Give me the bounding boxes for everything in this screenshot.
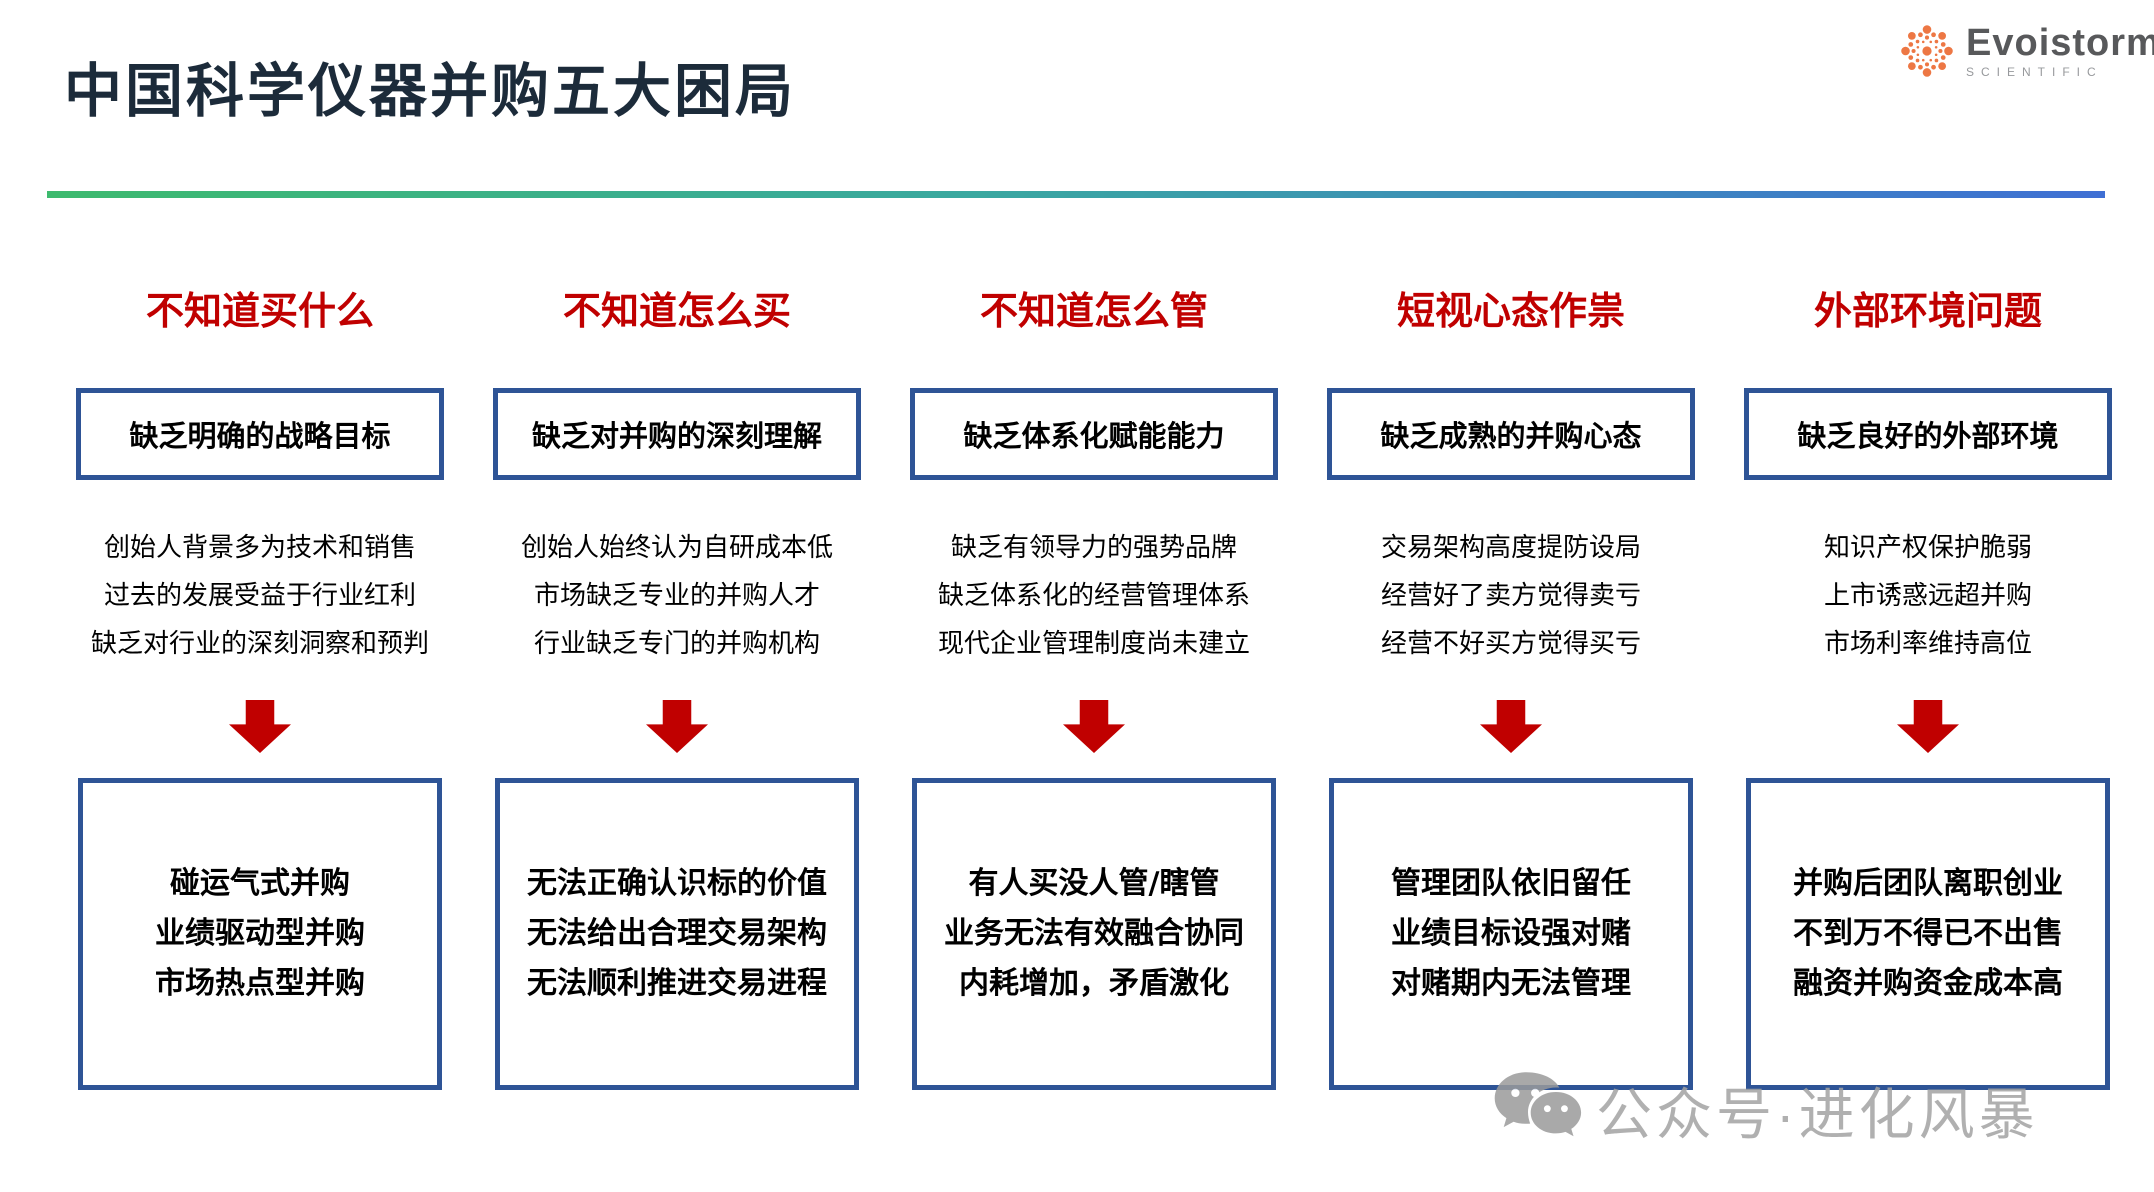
title-divider xyxy=(47,191,2105,198)
result-box: 并购后团队离职创业 不到万不得已不出售 融资并购资金成本高 xyxy=(1746,778,2110,1090)
down-arrow-icon xyxy=(229,700,291,753)
down-arrow-icon xyxy=(1063,700,1125,753)
result-line: 融资并购资金成本高 xyxy=(1793,966,2063,1001)
cause-line: 上市诱惑远超并购 xyxy=(1823,581,2032,611)
dilemma-column-1: 不知道买什么 缺乏明确的战略目标 创始人背景多为技术和销售 过去的发展受益于行业… xyxy=(74,0,446,1192)
starburst-icon xyxy=(1901,25,1953,77)
cause-line: 知识产权保护脆弱 xyxy=(1823,533,2032,563)
result-box: 无法正确认识标的价值 无法给出合理交易架构 无法顺利推进交易进程 xyxy=(495,778,859,1090)
cause-list: 创始人始终认为自研成本低 市场缺乏专业的并购人才 行业缺乏专门的并购机构 xyxy=(471,524,883,668)
problem-label: 缺乏成熟的并购心态 xyxy=(1380,419,1642,453)
cause-line: 交易架构高度提防设局 xyxy=(1380,533,1641,563)
problem-label: 缺乏良好的外部环境 xyxy=(1797,419,2059,453)
problem-box: 缺乏明确的战略目标 xyxy=(76,388,444,480)
column-header: 不知道怎么买 xyxy=(562,288,791,333)
column-header: 短视心态作祟 xyxy=(1396,288,1625,333)
column-header: 不知道买什么 xyxy=(145,288,374,333)
cause-list: 缺乏有领导力的强势品牌 缺乏体系化的经营管理体系 现代企业管理制度尚未建立 xyxy=(888,524,1300,668)
cause-line: 现代企业管理制度尚未建立 xyxy=(937,629,1250,659)
dilemma-column-4: 短视心态作祟 缺乏成熟的并购心态 交易架构高度提防设局 经营好了卖方觉得卖亏 经… xyxy=(1325,0,1697,1192)
result-box: 有人买没人管/瞎管 业务无法有效融合协同 内耗增加，矛盾激化 xyxy=(912,778,1276,1090)
problem-box: 缺乏良好的外部环境 xyxy=(1744,388,2112,480)
cause-list: 知识产权保护脆弱 上市诱惑远超并购 市场利率维持高位 xyxy=(1722,524,2134,668)
column-header: 外部环境问题 xyxy=(1813,288,2042,333)
dilemma-column-2: 不知道怎么买 缺乏对并购的深刻理解 创始人始终认为自研成本低 市场缺乏专业的并购… xyxy=(491,0,863,1192)
watermark: 公众号·进化风暴 xyxy=(1492,1068,2039,1152)
wechat-icon xyxy=(1494,1072,1582,1137)
result-line: 无法顺利推进交易进程 xyxy=(527,966,827,1001)
cause-line: 创始人始终认为自研成本低 xyxy=(520,533,833,563)
result-box: 碰运气式并购 业绩驱动型并购 市场热点型并购 xyxy=(78,778,442,1090)
cause-line: 市场利率维持高位 xyxy=(1823,629,2032,659)
result-box: 管理团队依旧留任 业绩目标设强对赌 对赌期内无法管理 xyxy=(1329,778,1693,1090)
cause-line: 创始人背景多为技术和销售 xyxy=(103,533,416,563)
dilemma-columns: 不知道买什么 缺乏明确的战略目标 创始人背景多为技术和销售 过去的发展受益于行业… xyxy=(74,0,2114,1192)
cause-line: 经营不好买方觉得买亏 xyxy=(1380,629,1641,659)
result-line: 业绩目标设强对赌 xyxy=(1391,916,1631,951)
result-line: 碰运气式并购 xyxy=(170,866,350,901)
cause-list: 创始人背景多为技术和销售 过去的发展受益于行业红利 缺乏对行业的深刻洞察和预判 xyxy=(54,524,466,668)
result-line: 管理团队依旧留任 xyxy=(1391,866,1631,901)
watermark-text: 公众号·进化风暴 xyxy=(1596,1082,2039,1146)
cause-line: 缺乏对行业的深刻洞察和预判 xyxy=(90,629,429,659)
result-line: 市场热点型并购 xyxy=(155,966,365,1001)
dilemma-column-5: 外部环境问题 缺乏良好的外部环境 知识产权保护脆弱 上市诱惑远超并购 市场利率维… xyxy=(1742,0,2114,1192)
cause-line: 缺乏体系化的经营管理体系 xyxy=(937,581,1250,611)
result-line: 无法给出合理交易架构 xyxy=(527,916,827,951)
down-arrow-icon xyxy=(1480,700,1542,753)
result-line: 不到万不得已不出售 xyxy=(1793,916,2063,951)
cause-line: 缺乏有领导力的强势品牌 xyxy=(950,533,1237,563)
result-line: 有人买没人管/瞎管 xyxy=(968,866,1220,901)
down-arrow-icon xyxy=(1897,700,1959,753)
problem-box: 缺乏体系化赋能能力 xyxy=(910,388,1278,480)
result-line: 业绩驱动型并购 xyxy=(155,916,365,951)
page-title: 中国科学仪器并购五大困局 xyxy=(64,57,797,125)
result-line: 对赌期内无法管理 xyxy=(1391,966,1631,1001)
evoistorm-logo: Evoistorm SCIENTIFIC xyxy=(1898,22,2154,80)
cause-line: 行业缺乏专门的并购机构 xyxy=(533,629,820,659)
problem-label: 缺乏明确的战略目标 xyxy=(129,419,391,453)
result-line: 无法正确认识标的价值 xyxy=(527,866,827,901)
problem-box: 缺乏对并购的深刻理解 xyxy=(493,388,861,480)
result-line: 内耗增加，矛盾激化 xyxy=(959,966,1229,1001)
cause-line: 市场缺乏专业的并购人才 xyxy=(533,581,820,611)
logo-subtitle: SCIENTIFIC xyxy=(1966,64,2103,79)
problem-label: 缺乏体系化赋能能力 xyxy=(963,419,1225,453)
result-line: 并购后团队离职创业 xyxy=(1793,866,2063,901)
logo-name: Evoistorm xyxy=(1966,21,2154,64)
result-line: 业务无法有效融合协同 xyxy=(944,916,1244,951)
dilemma-column-3: 不知道怎么管 缺乏体系化赋能能力 缺乏有领导力的强势品牌 缺乏体系化的经营管理体… xyxy=(908,0,1280,1192)
cause-line: 过去的发展受益于行业红利 xyxy=(103,581,416,611)
cause-list: 交易架构高度提防设局 经营好了卖方觉得卖亏 经营不好买方觉得买亏 xyxy=(1305,524,1717,668)
problem-box: 缺乏成熟的并购心态 xyxy=(1327,388,1695,480)
cause-line: 经营好了卖方觉得卖亏 xyxy=(1380,581,1641,611)
down-arrow-icon xyxy=(646,700,708,753)
problem-label: 缺乏对并购的深刻理解 xyxy=(531,419,822,453)
column-header: 不知道怎么管 xyxy=(979,288,1208,333)
